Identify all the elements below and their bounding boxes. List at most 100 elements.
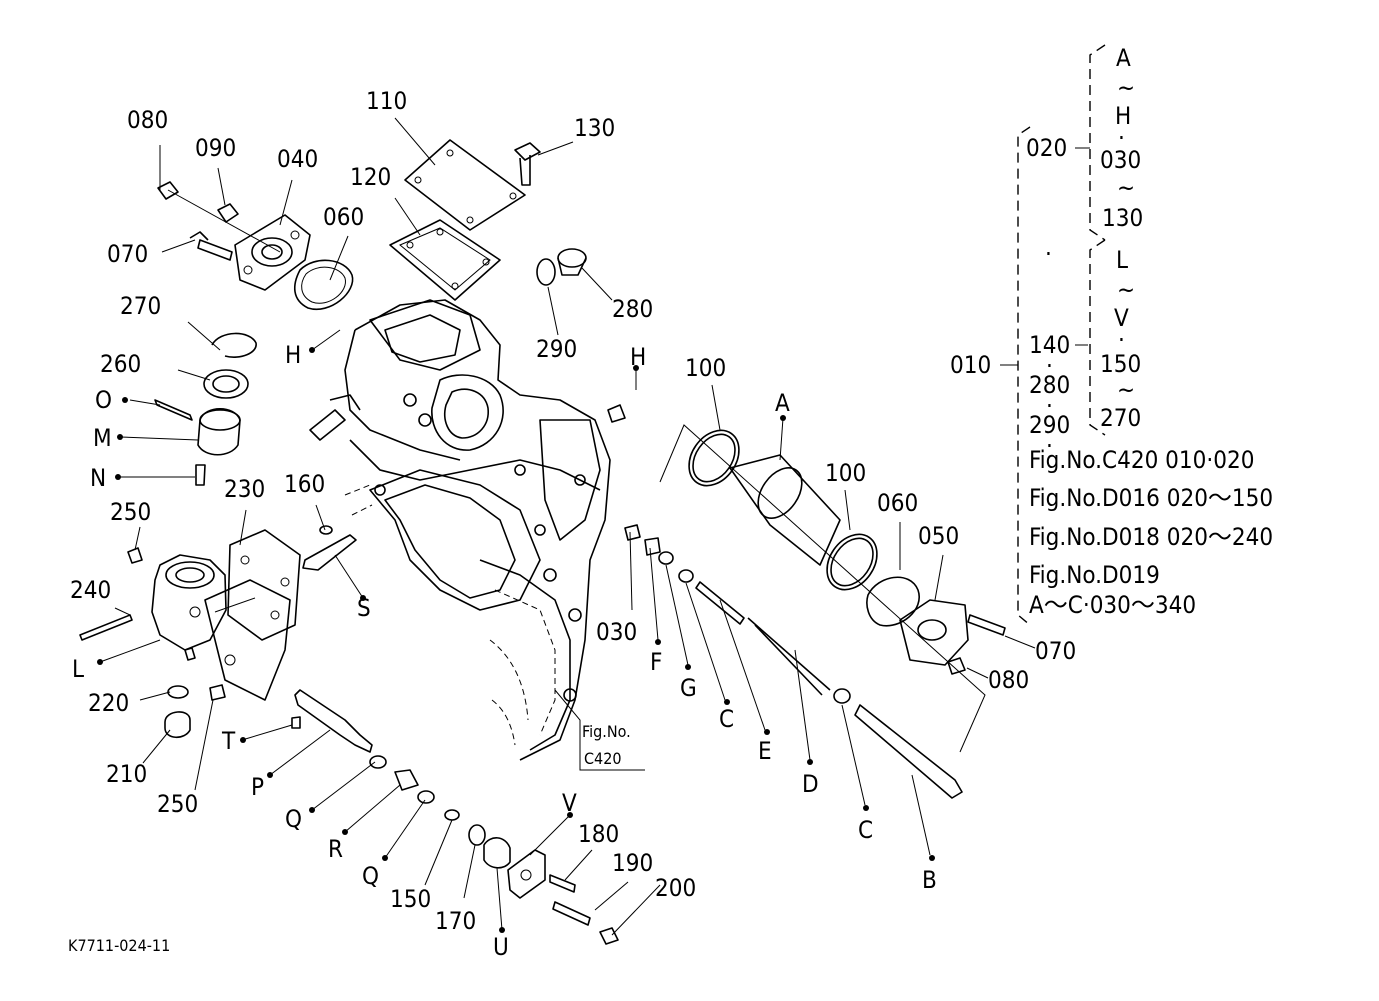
bracket-bottom-L: L (1116, 246, 1128, 274)
label-090: 090 (195, 134, 236, 162)
label-240: 240 (70, 576, 111, 604)
label-H-left: H (285, 341, 301, 369)
label-130: 130 (574, 114, 615, 142)
ref-figure-line1: Fig.No. (582, 722, 631, 741)
label-100-lower: 100 (825, 459, 866, 487)
top-cover-and-gasket (389, 139, 526, 301)
label-030: 030 (596, 618, 637, 646)
label-V: V (562, 789, 577, 817)
label-T: T (221, 727, 236, 755)
label-060-left: 060 (323, 203, 364, 231)
label-040: 040 (277, 145, 318, 173)
bolts-upper-left (157, 181, 239, 261)
label-R: R (328, 835, 343, 863)
shaft-assembly-left (154, 332, 257, 486)
bracket-010: 010 (950, 351, 991, 379)
label-110: 110 (366, 87, 407, 115)
label-Q-bottom: Q (362, 862, 379, 890)
lever-S (302, 525, 357, 571)
housing-L (151, 554, 291, 701)
label-290: 290 (536, 335, 577, 363)
label-A: A (775, 389, 790, 417)
bracket-bottom-tilde2: ~ (1117, 376, 1135, 404)
label-160: 160 (284, 470, 325, 498)
bracket-bottom-150: 150 (1100, 350, 1141, 378)
label-H-right: H (630, 343, 646, 371)
label-M: M (93, 424, 112, 452)
leader-dots (97, 347, 935, 933)
label-F: F (650, 648, 662, 676)
gasket-230 (227, 529, 301, 641)
label-100-upper: 100 (685, 354, 726, 382)
note-a-c-range: A～C·030～340 (1029, 591, 1196, 619)
label-C-upper: C (719, 705, 734, 733)
label-G: G (680, 674, 697, 702)
bracket-top-tilde1: ~ (1117, 74, 1135, 102)
label-S: S (357, 594, 371, 622)
label-180: 180 (578, 820, 619, 848)
label-060-right: 060 (877, 489, 918, 517)
label-O: O (95, 386, 112, 414)
note-d019: Fig.No.D019 (1029, 561, 1160, 589)
note-d018: Fig.No.D018 020～240 (1029, 523, 1273, 551)
label-250-bottom: 250 (157, 790, 198, 818)
label-080-top: 080 (127, 106, 168, 134)
bracket-140: 140 (1029, 331, 1070, 359)
transmission-case (309, 299, 611, 761)
label-070-left: 070 (107, 240, 148, 268)
bracket-020: 020 (1026, 134, 1067, 162)
label-B: B (922, 866, 937, 894)
label-E: E (758, 737, 772, 765)
figure-reference: Fig.No. C420 (582, 722, 631, 768)
label-Q-top: Q (285, 805, 302, 833)
bracket-290: 290 (1029, 411, 1070, 439)
bracket-top-030: 030 (1100, 146, 1141, 174)
label-C-lower: C (858, 816, 873, 844)
label-270: 270 (120, 292, 161, 320)
label-050: 050 (918, 522, 959, 550)
label-L: L (72, 655, 84, 683)
label-280: 280 (612, 295, 653, 323)
label-D: D (802, 770, 819, 798)
ref-figure-line2: C420 (584, 749, 622, 768)
bracket-dot-290: · (1046, 432, 1053, 460)
label-070-right: 070 (1035, 637, 1076, 665)
bracket-top-dot: · (1118, 124, 1125, 152)
bracket-bottom-dot: · (1118, 326, 1125, 354)
label-220: 220 (88, 689, 129, 717)
label-U: U (493, 933, 509, 961)
bracket-dot-280: · (1046, 392, 1053, 420)
bracket-bottom-V: V (1114, 304, 1129, 332)
label-250-top: 250 (110, 498, 151, 526)
leader-lines (99, 117, 1036, 936)
bracket-top-tilde2: ~ (1117, 174, 1135, 202)
note-c420: Fig.No.C420 010·020 (1029, 446, 1254, 474)
label-P: P (251, 773, 264, 801)
bracket-bottom-tilde1: ~ (1117, 276, 1135, 304)
label-210: 210 (106, 760, 147, 788)
figure-notes: Fig.No.C420 010·020 Fig.No.D016 020～150 … (1029, 446, 1273, 619)
label-260: 260 (100, 350, 141, 378)
part-labels: 080 090 040 070 060 110 120 130 280 290 … (70, 87, 1076, 961)
right-side-parts (607, 404, 1006, 799)
bracket-dot-140: · (1046, 352, 1053, 380)
plug-280 (536, 248, 587, 286)
label-230: 230 (224, 475, 265, 503)
label-190: 190 (612, 849, 653, 877)
drawing-id: K7711-024-11 (68, 936, 170, 955)
bracket-top-130: 130 (1102, 204, 1143, 232)
label-150: 150 (390, 885, 431, 913)
shaft-P-group (291, 689, 435, 804)
bolt-130 (514, 142, 541, 186)
bracket-top-A: A (1116, 44, 1131, 72)
label-N: N (90, 464, 106, 492)
label-170: 170 (435, 907, 476, 935)
bracket-top-H: H (1115, 102, 1131, 130)
assembly-bracket-tree: 010 020 A ~ H · 030 ~ 130 · L ~ V · 150 … (950, 44, 1143, 626)
bracket-separator-dot: · (1045, 240, 1052, 268)
label-200: 200 (655, 874, 696, 902)
flange-040 (234, 214, 354, 311)
bracket-bottom-270: 270 (1100, 404, 1141, 432)
label-120: 120 (350, 163, 391, 191)
